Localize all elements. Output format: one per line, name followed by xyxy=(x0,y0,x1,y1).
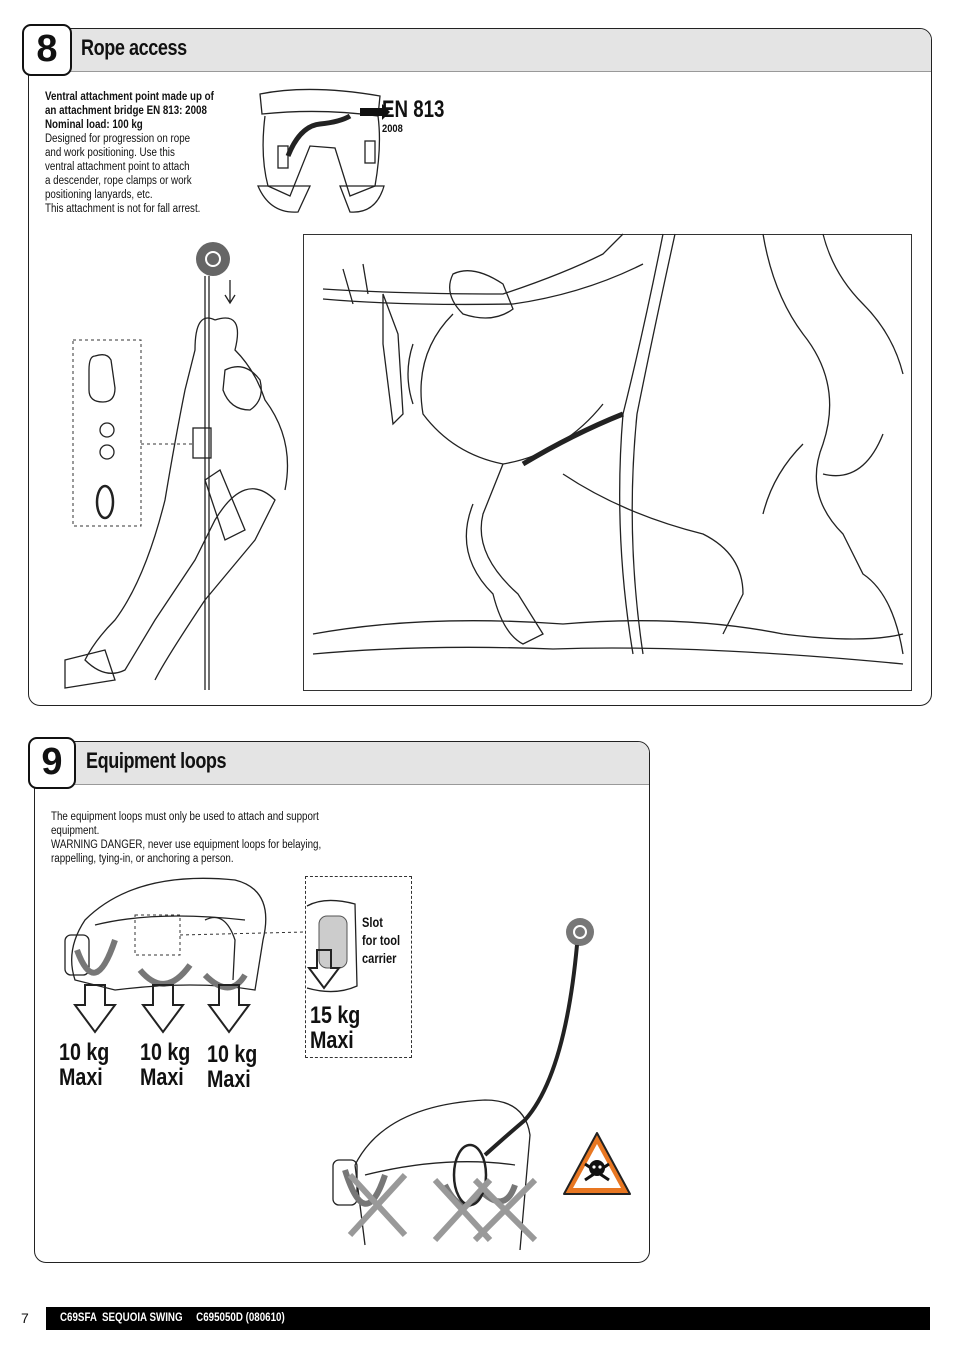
desc-line: ventral attachment point to attach xyxy=(45,161,190,173)
desc-line: WARNING DANGER, never use equipment loop… xyxy=(51,839,322,851)
tool-carrier-box xyxy=(305,876,412,1058)
section-8-header xyxy=(29,29,931,72)
tool-carrier-slot-illustration xyxy=(306,899,358,993)
norm-label: EN 813 xyxy=(382,96,445,123)
section-8-description: Ventral attachment point made up of an a… xyxy=(45,90,249,216)
section-9-header xyxy=(35,742,649,785)
desc-line: The equipment loops must only be used to… xyxy=(51,811,319,823)
harness-illustration xyxy=(257,88,390,213)
page-number: 7 xyxy=(21,1310,29,1326)
desc-line: equipment. xyxy=(51,825,100,837)
rope-climber-illustration xyxy=(64,242,289,690)
desc-line: a descender, rope clamps or work xyxy=(45,175,192,187)
norm-year: 2008 xyxy=(382,123,403,135)
desc-line: and work positioning. Use this xyxy=(45,147,175,159)
desc-bold-line: Nominal load: 100 kg xyxy=(45,119,143,131)
section-8-title: Rope access xyxy=(81,35,187,60)
section-9-description: The equipment loops must only be used to… xyxy=(51,810,357,866)
section-8-number: 8 xyxy=(22,24,72,76)
slot-label: Slot for tool carrier xyxy=(362,915,401,966)
desc-line: rappelling, tying-in, or anchoring a per… xyxy=(51,853,234,865)
desc-line: Designed for progression on rope xyxy=(45,133,191,145)
desc-bold-line: Ventral attachment point made up of xyxy=(45,91,214,103)
footer-bar: C69SFA SEQUOIA SWING C695050D (080610) xyxy=(46,1307,930,1330)
desc-line: positioning lanyards, etc. xyxy=(45,189,153,201)
section-9-panel xyxy=(34,741,650,1263)
footer-text: C69SFA SEQUOIA SWING C695050D (080610) xyxy=(60,1312,285,1324)
tree-work-illustration xyxy=(312,233,904,665)
tree-work-frame xyxy=(303,234,912,691)
section-9-number: 9 xyxy=(28,737,76,789)
section-9-title: Equipment loops xyxy=(86,748,227,773)
incorrect-use-illustration xyxy=(332,918,594,1251)
danger-warning-icon xyxy=(563,1132,631,1195)
section-8-panel xyxy=(28,28,932,706)
desc-line: This attachment is not for fall arrest. xyxy=(45,203,201,215)
desc-bold-line: an attachment bridge EN 813: 2008 xyxy=(45,105,207,117)
equipment-loop-harness xyxy=(64,877,306,1034)
